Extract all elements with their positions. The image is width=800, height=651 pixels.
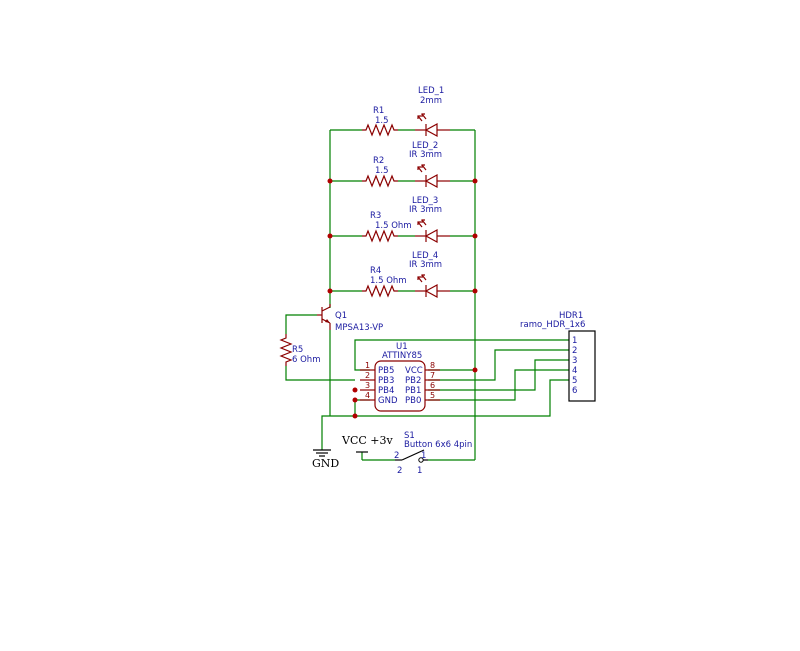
q1-ref: Q1 xyxy=(335,311,347,321)
led-led1: LED_1 2mm xyxy=(415,86,450,138)
light-emission-icon xyxy=(417,164,427,173)
s1-value: Button 6x6 4pin xyxy=(404,440,472,450)
r1-value: 1.5 xyxy=(375,116,389,126)
resistor-r5: R5 6 Ohm xyxy=(279,334,320,366)
u1-value: ATTINY85 xyxy=(382,351,422,361)
led-led4: LED_4 IR 3mm xyxy=(409,251,450,299)
u1-pin-num: 7 xyxy=(430,371,435,380)
u1-pin-num: 4 xyxy=(365,391,370,400)
r4-value: 1.5 Ohm xyxy=(370,276,407,286)
led4-value: IR 3mm xyxy=(409,260,442,270)
r2-value: 1.5 xyxy=(375,166,389,176)
s1-pin: 2 xyxy=(397,466,402,476)
hdr1-pin: 4 xyxy=(572,366,577,376)
u1-pin-name: PB2 xyxy=(405,376,421,386)
resistor-r4: R4 1.5 Ohm xyxy=(362,266,407,298)
ic-u1: U1 ATTINY85 1 2 3 4 PB5 PB3 PB4 GND 8 7 … xyxy=(360,342,440,412)
s1-pin: 1 xyxy=(421,451,426,461)
switch-s1: S1 Button 6x6 4pin 2 1 2 1 xyxy=(394,431,472,476)
light-emission-icon xyxy=(417,113,427,122)
hdr1-pin: 5 xyxy=(572,376,577,386)
wires xyxy=(285,129,569,461)
u1-pin-num: 3 xyxy=(365,381,370,390)
u1-pin-name: PB0 xyxy=(405,396,421,406)
s1-pin: 2 xyxy=(394,451,399,461)
r1-ref: R1 xyxy=(373,106,384,116)
junctions xyxy=(327,178,478,419)
light-emission-icon xyxy=(417,274,427,283)
light-emission-icon xyxy=(417,219,427,228)
u1-pin-name: VCC xyxy=(405,366,423,376)
u1-pin-name: PB4 xyxy=(378,386,394,396)
u1-pin-name: PB1 xyxy=(405,386,421,396)
header-hdr1: HDR1 ramo_HDR_1x6 1 2 3 4 5 6 xyxy=(520,311,596,402)
led-led3: LED_3 IR 3mm xyxy=(409,196,450,244)
r2-ref: R2 xyxy=(373,156,384,166)
transistor-q1: Q1 MPSA13-VP xyxy=(317,304,383,333)
hdr1-ref: HDR1 xyxy=(559,311,583,321)
hdr1-pin: 3 xyxy=(572,356,577,366)
vcc-label: VCC +3v xyxy=(341,434,393,447)
gnd-symbol: GND xyxy=(312,449,339,470)
resistor-r2: R2 1.5 xyxy=(362,156,398,188)
r3-value: 1.5 Ohm xyxy=(375,221,412,231)
led2-value: IR 3mm xyxy=(409,150,442,160)
resistor-r1: R1 1.5 xyxy=(362,106,398,137)
hdr1-value: ramo_HDR_1x6 xyxy=(520,320,585,330)
led4-ref: LED_4 xyxy=(412,251,438,261)
led-row-1: R1 1.5 LED_1 2mm xyxy=(362,86,450,138)
resistor-r3: R3 1.5 Ohm xyxy=(362,211,412,243)
r3-ref: R3 xyxy=(370,211,381,221)
u1-pin-num: 8 xyxy=(430,361,435,370)
led-row-3: R3 1.5 Ohm LED_3 IR 3mm xyxy=(362,196,450,244)
led3-ref: LED_3 xyxy=(412,196,438,206)
r5-value: 6 Ohm xyxy=(292,355,320,365)
led2-ref: LED_2 xyxy=(412,141,438,151)
s1-pin: 1 xyxy=(417,466,422,476)
led1-ref: LED_1 xyxy=(418,86,444,96)
led-row-2: R2 1.5 LED_2 IR 3mm xyxy=(362,141,450,189)
u1-ref: U1 xyxy=(396,342,408,352)
hdr1-pin: 1 xyxy=(572,336,577,346)
hdr1-pin: 6 xyxy=(572,386,577,396)
u1-pin-name: PB3 xyxy=(378,376,394,386)
r4-ref: R4 xyxy=(370,266,381,276)
s1-ref: S1 xyxy=(404,431,415,441)
u1-pin-name: GND xyxy=(378,396,398,406)
gnd-label: GND xyxy=(312,457,339,470)
q1-value: MPSA13-VP xyxy=(335,323,383,333)
u1-pin-name: PB5 xyxy=(378,366,394,376)
u1-pin-num: 5 xyxy=(430,391,435,400)
led-row-4: R4 1.5 Ohm LED_4 IR 3mm xyxy=(362,251,450,299)
u1-pin-num: 1 xyxy=(365,361,370,370)
led3-value: IR 3mm xyxy=(409,205,442,215)
led1-value: 2mm xyxy=(420,96,442,106)
r5-ref: R5 xyxy=(292,345,303,355)
u1-pin-num: 2 xyxy=(365,371,370,380)
hdr1-pin: 2 xyxy=(572,346,577,356)
vcc-symbol: VCC +3v xyxy=(341,434,393,453)
u1-pin-num: 6 xyxy=(430,381,435,390)
led-led2: LED_2 IR 3mm xyxy=(409,141,450,189)
